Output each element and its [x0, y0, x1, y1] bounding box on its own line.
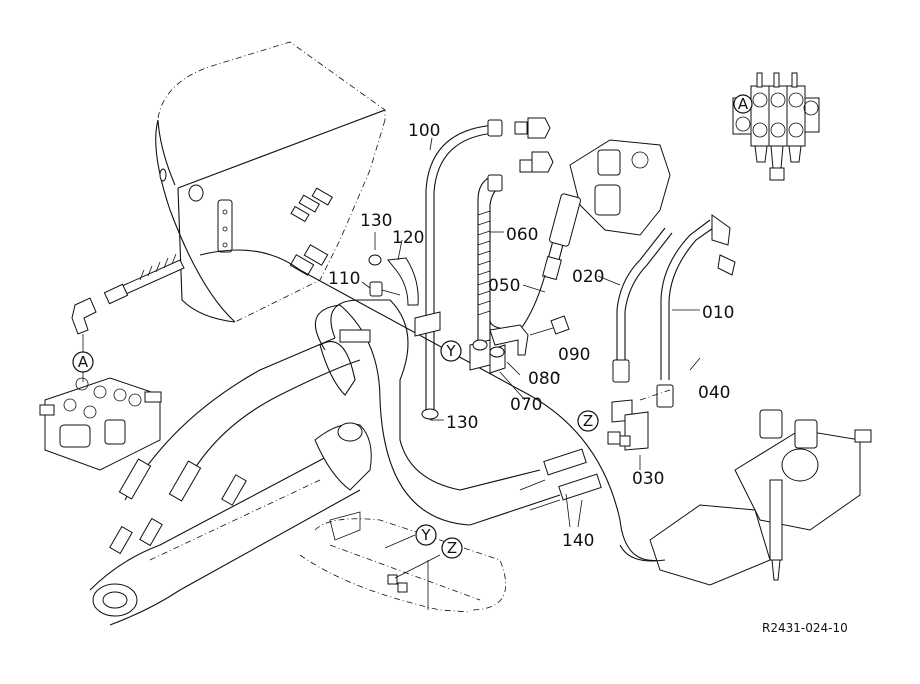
cylinder-hoses [109, 337, 361, 555]
label-070: 070 [510, 395, 542, 415]
callout-Y-bracket: Y [440, 340, 462, 362]
svg-text:Y: Y [445, 342, 456, 360]
fender-cover [155, 41, 386, 323]
bracket-070-080 [469, 315, 570, 374]
callout-Z-frame: Z [441, 537, 463, 559]
label-080: 080 [528, 369, 560, 389]
label-020: 020 [572, 267, 604, 287]
pin-set [289, 187, 333, 276]
block-030 [607, 389, 671, 451]
callout-Z-block: Z [577, 410, 599, 432]
fittings-140 [519, 448, 602, 511]
label-100: 100 [408, 121, 440, 141]
pipe-long [199, 249, 661, 562]
label-050: 050 [488, 276, 520, 296]
hydraulic-pump [619, 409, 872, 586]
label-130-top: 130 [360, 211, 392, 231]
pipe-100 [421, 117, 551, 420]
callout-A-main: A [72, 351, 94, 373]
hose-060 [477, 151, 554, 340]
label-120: 120 [392, 228, 424, 248]
control-valve-top [549, 139, 671, 247]
svg-text:Z: Z [447, 539, 457, 557]
inset-valve-diagram [732, 72, 820, 181]
callout-A-inset: A [733, 94, 753, 114]
hose-to-valve-a [71, 253, 185, 382]
control-valve-left [39, 377, 162, 471]
clamp-and-bolt [368, 254, 441, 337]
label-060: 060 [506, 225, 538, 245]
main-pipes [315, 299, 561, 526]
frame-bracket [299, 511, 507, 613]
loader-cylinder [89, 422, 372, 626]
label-030: 030 [632, 469, 664, 489]
leader-lines [361, 137, 701, 528]
svg-text:A: A [78, 353, 89, 371]
label-110: 110 [328, 269, 360, 289]
label-040: 040 [698, 383, 730, 403]
label-010: 010 [702, 303, 734, 323]
svg-text:A: A [738, 95, 749, 113]
svg-text:Z: Z [583, 412, 593, 430]
pipe-010 [656, 214, 736, 408]
label-140: 140 [562, 531, 594, 551]
pipe-020 [612, 227, 673, 383]
label-090: 090 [558, 345, 590, 365]
label-130-bottom: 130 [446, 413, 478, 433]
reference-code: R2431-024-10 [762, 621, 848, 635]
svg-text:Y: Y [420, 526, 431, 544]
part-labels: 100 060 050 020 010 090 080 070 040 030 … [328, 121, 734, 551]
callout-Y-frame: Y [415, 524, 437, 546]
